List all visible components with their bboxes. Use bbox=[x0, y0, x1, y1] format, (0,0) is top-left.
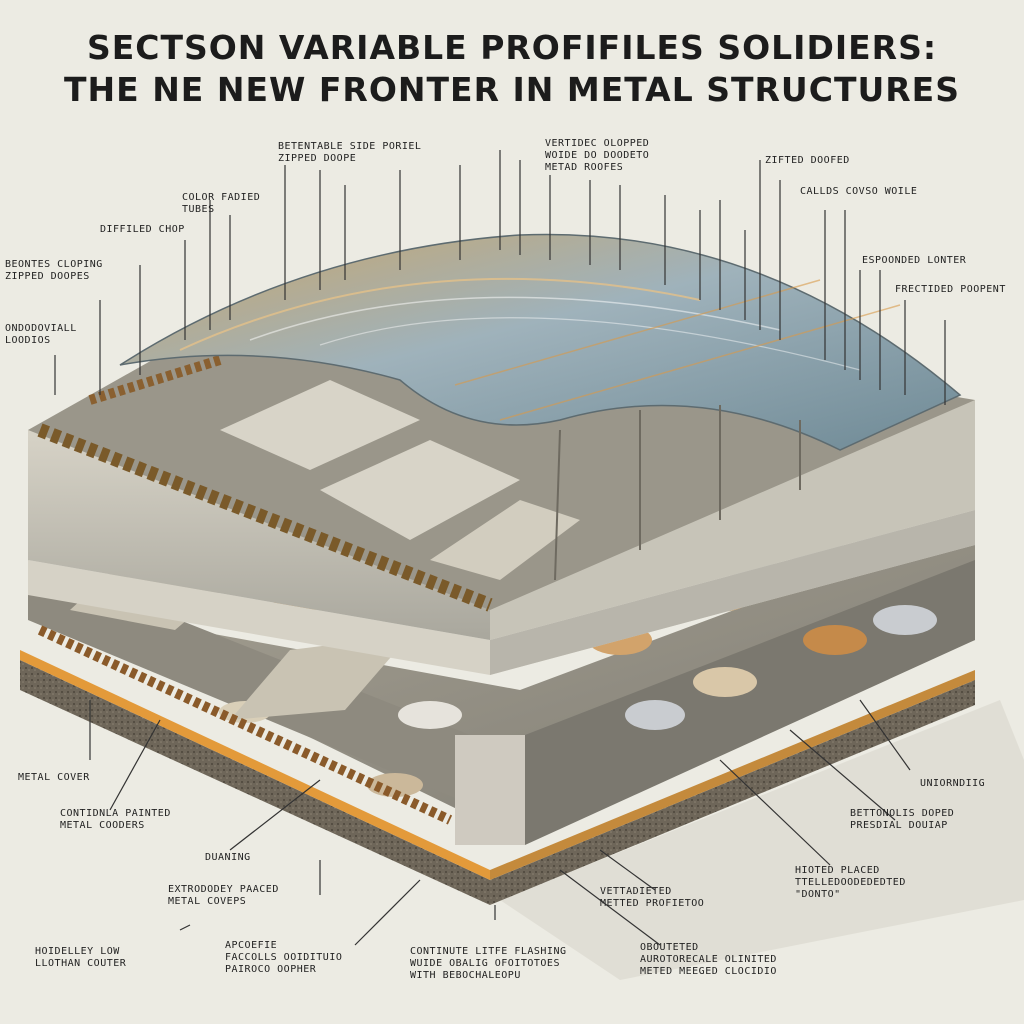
planting-row-upper bbox=[37, 423, 493, 612]
label-calds-cover-wole: CALLDS COVSO WOILE bbox=[800, 186, 918, 197]
label-vettadieted: VETTADIETED METTED PROFIETOO bbox=[600, 886, 705, 909]
label-retractable-side-portal: BETENTABLE SIDE PORIEL ZIPPED DOOPE bbox=[278, 141, 422, 164]
leader-lines bbox=[54, 150, 946, 946]
label-espoonded-lonter: ESPOONDED LONTER bbox=[862, 255, 967, 266]
label-duaning: DUANING bbox=[205, 852, 251, 863]
label-beontes-cloping: BEONTES CLOPING ZIPPED DOOPES bbox=[5, 259, 103, 282]
curved-roof bbox=[119, 233, 962, 581]
label-continual-painted: CONTIDNLA PAINTED METAL COODERS bbox=[60, 808, 171, 831]
title-line-2: THE NE NEW FRONTER IN METAL STRUCTURES bbox=[64, 70, 960, 109]
planting-row-lower bbox=[37, 625, 453, 825]
label-ondodoviall-loodios: ONDODOVIALL LOODIOS bbox=[5, 323, 77, 346]
roof-shell bbox=[119, 233, 962, 451]
label-hioted-placed: HIOTED PLACED TTELLEDOODEDEDTED "DONTO" bbox=[795, 865, 906, 900]
label-uniorndiig: UNIORNDIIG bbox=[920, 778, 986, 789]
label-zipped-doofed: ZIFTED DOOFED bbox=[765, 155, 850, 166]
ground-shadow bbox=[500, 700, 1024, 980]
label-oboteted: OBOUTETED AUROTORECALE OLINITED METED ME… bbox=[640, 942, 777, 977]
label-metal-cover: METAL COVER bbox=[18, 772, 90, 783]
label-extrodoey-paaced: EXTRODODEY PAACED METAL COVEPS bbox=[168, 884, 279, 907]
middle-slab bbox=[28, 400, 975, 675]
label-diffiled-chop: DIFFILED CHOP bbox=[100, 224, 185, 235]
label-hoidelley-low: HOIDELLEY LOW LLOTHAN COUTER bbox=[35, 946, 127, 969]
label-bettonolis-doped: BETTONOLIS DOPED PRESDIAL DOUIAP bbox=[850, 808, 955, 831]
base-slab bbox=[20, 650, 975, 905]
label-continute-flashing: CONTINUTE LITFE FLASHING WUIDE OBALIG OF… bbox=[410, 946, 567, 981]
label-apcoefie: APCOEFIE FACCOLLS OOIDITUIO PAIROCO OOPH… bbox=[225, 940, 343, 975]
label-frectided-poopent: FRECTIDED POOPENT bbox=[895, 284, 1006, 295]
ramp-lower bbox=[230, 635, 410, 720]
label-color-faded-tubes: COLOR FADIED TUBES bbox=[182, 192, 261, 215]
title-line-1: SECTSON VARIABLE PROFIFILES SOLIDIERS: bbox=[86, 28, 938, 67]
label-vertical-clipped-roofs: VERTIDEC OLOPPED WOIDE DO DOODETO METAD … bbox=[545, 138, 650, 173]
